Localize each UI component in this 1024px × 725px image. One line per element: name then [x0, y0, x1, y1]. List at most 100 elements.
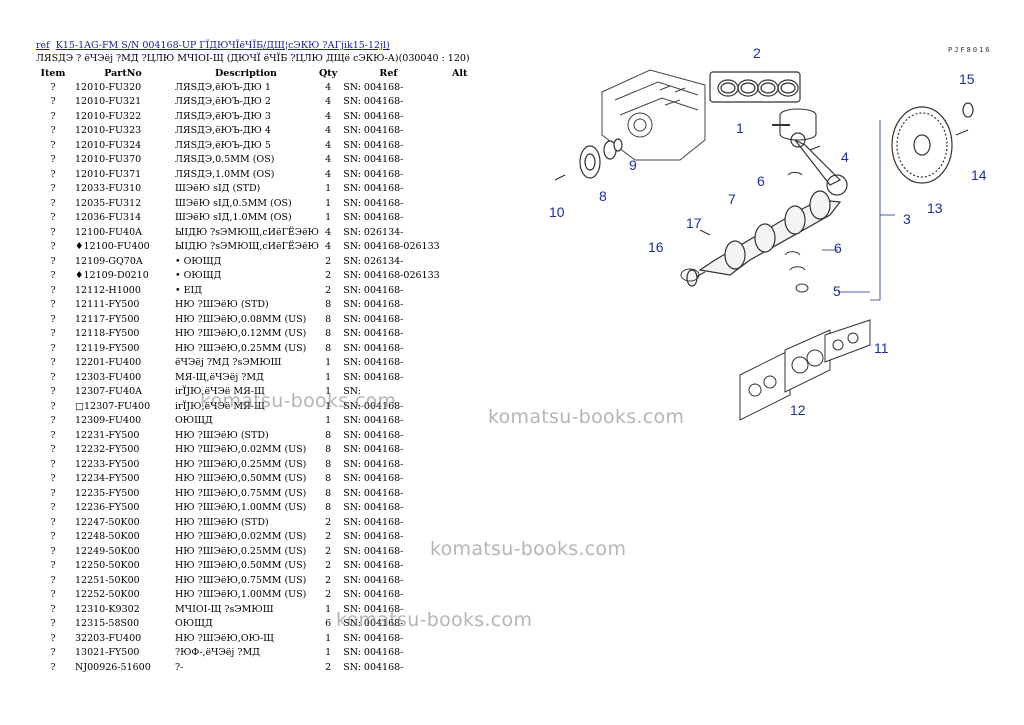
cell-alt — [440, 472, 480, 487]
callout-label: 2 — [753, 45, 761, 61]
cell-qty: 1 — [325, 603, 332, 615]
cell-description: ШЭёЮ sІД (STD) — [175, 183, 261, 195]
diagram-code: PJF8016 — [948, 46, 992, 54]
cell-item: ? — [50, 516, 56, 528]
cell-item: ? — [50, 473, 56, 485]
cell-item: ? — [50, 371, 56, 383]
callout-leader-lines — [822, 120, 895, 301]
cell-description: ЛЯSДЭ,ёЮЪ-ДЮ 3 — [175, 110, 271, 122]
col-header-alt: Alt — [451, 67, 468, 79]
cell-qty: 4 — [325, 81, 332, 93]
cell-item: ? — [50, 212, 56, 224]
callout-label: 10 — [549, 204, 565, 220]
cell-ref: SN: 004168- — [343, 168, 404, 180]
cell-partno: □12307-FU400 — [75, 400, 151, 412]
cell-description: ШЭёЮ sІД,1.0MM (OS) — [175, 212, 292, 224]
cell-description: НЮ ?ШЭёЮ (STD) — [175, 516, 269, 528]
cell-qty: 4 — [325, 241, 332, 253]
cell-item: ? — [50, 458, 56, 470]
cell-qty: 2 — [325, 545, 332, 557]
cell-description: ЛЯSДЭ,ёЮЪ-ДЮ 4 — [175, 125, 271, 137]
callout-label: 11 — [874, 340, 889, 356]
cell-qty: 8 — [325, 313, 332, 325]
cell-ref: SN: 004168- — [343, 531, 404, 543]
cell-partno: NJ00926-51600 — [75, 661, 151, 673]
cell-ref: SN: 004168- — [343, 574, 404, 586]
cell-qty: 1 — [325, 415, 332, 427]
cell-ref: SN: 004168- — [343, 284, 404, 296]
title-link[interactable]: K15-1AG-FM S/N 004168-UP ГЇДЮЧЇёЧЇБ/ДЩ¦с… — [55, 40, 390, 51]
cell-ref: SN: — [343, 386, 361, 398]
cell-description: • ОЮЩД — [175, 255, 222, 267]
cell-alt — [440, 312, 480, 327]
bearing-sets-illustration — [739, 319, 871, 421]
cell-alt — [440, 428, 480, 443]
cell-ref: SN: 004168- — [343, 154, 404, 166]
cell-item: ? — [50, 299, 56, 311]
cell-description: ?- — [175, 661, 184, 673]
cell-partno: ♦12109-D0210 — [75, 270, 149, 282]
cell-description: ёЧЭёj ?МД ?sЭМЮШ — [175, 357, 282, 369]
callout-label: 9 — [629, 157, 637, 173]
callout-label: 8 — [599, 188, 607, 204]
cell-partno: 12036-FU314 — [75, 212, 142, 224]
callout-label: 3 — [903, 211, 911, 227]
cell-qty: 8 — [325, 502, 332, 514]
watermark-4: komatsu-books.com — [336, 609, 533, 631]
cell-description: НЮ ?ШЭёЮ,0.08MM (US) — [175, 313, 307, 325]
cell-description: irЇЈЮ,ёЧЭё МЯ-Щ — [175, 386, 265, 398]
cell-qty: 8 — [325, 328, 332, 340]
page-subtitle: ЛЯSДЭ ? ёЧЭёj ?МД ?ЦЛЮ МЧІОІ-Щ (ДЮЧЇ ёЧЇ… — [36, 53, 470, 64]
cell-partno: 12249-50K00 — [75, 545, 140, 557]
cell-alt — [440, 356, 480, 371]
cell-item: ? — [50, 255, 56, 267]
cell-partno: 12309-FU400 — [75, 415, 142, 427]
watermark-2: komatsu-books.com — [488, 406, 685, 428]
cell-partno: 13021-FY500 — [75, 647, 140, 659]
cell-partno: 12117-FY500 — [75, 313, 140, 325]
cell-qty: 2 — [325, 661, 332, 673]
cell-ref: SN: 004168- — [343, 400, 404, 412]
cell-description: НЮ ?ШЭёЮ,0.25MM (US) — [175, 458, 307, 470]
cell-description: ЫІДЮ ?sЭМЮЩ,сИёГЁЭёЮ — [175, 241, 320, 253]
crankshaft-illustration — [686, 190, 842, 287]
cell-item: ? — [50, 589, 56, 601]
cell-description: НЮ ?ШЭёЮ (STD) — [175, 429, 269, 441]
cell-partno: 12234-FY500 — [75, 473, 140, 485]
cell-description: ОЮЩД — [175, 415, 213, 427]
bearings-illustration — [680, 171, 809, 293]
callout-label: 16 — [648, 239, 664, 255]
cell-item: ? — [50, 429, 56, 441]
cell-partno: 12252-50K00 — [75, 589, 140, 601]
cell-item: ? — [50, 139, 56, 151]
ref-link[interactable]: ref — [36, 40, 50, 51]
cell-item: ? — [50, 342, 56, 354]
cell-ref: SN: 004168- — [343, 560, 404, 572]
cell-item: ? — [50, 357, 56, 369]
cell-description: МЯ-Щ,ёЧЭёj ?МД — [175, 371, 264, 383]
cell-item: ? — [50, 96, 56, 108]
cell-partno: 12248-50K00 — [75, 531, 140, 543]
cell-ref: SN: 026134- — [343, 226, 404, 238]
col-header-qty: Qty — [319, 67, 338, 79]
cell-partno: 12035-FU312 — [75, 197, 142, 209]
cell-qty: 2 — [325, 270, 332, 282]
cell-ref: SN: 004168- — [343, 357, 404, 369]
cell-alt — [440, 660, 480, 675]
